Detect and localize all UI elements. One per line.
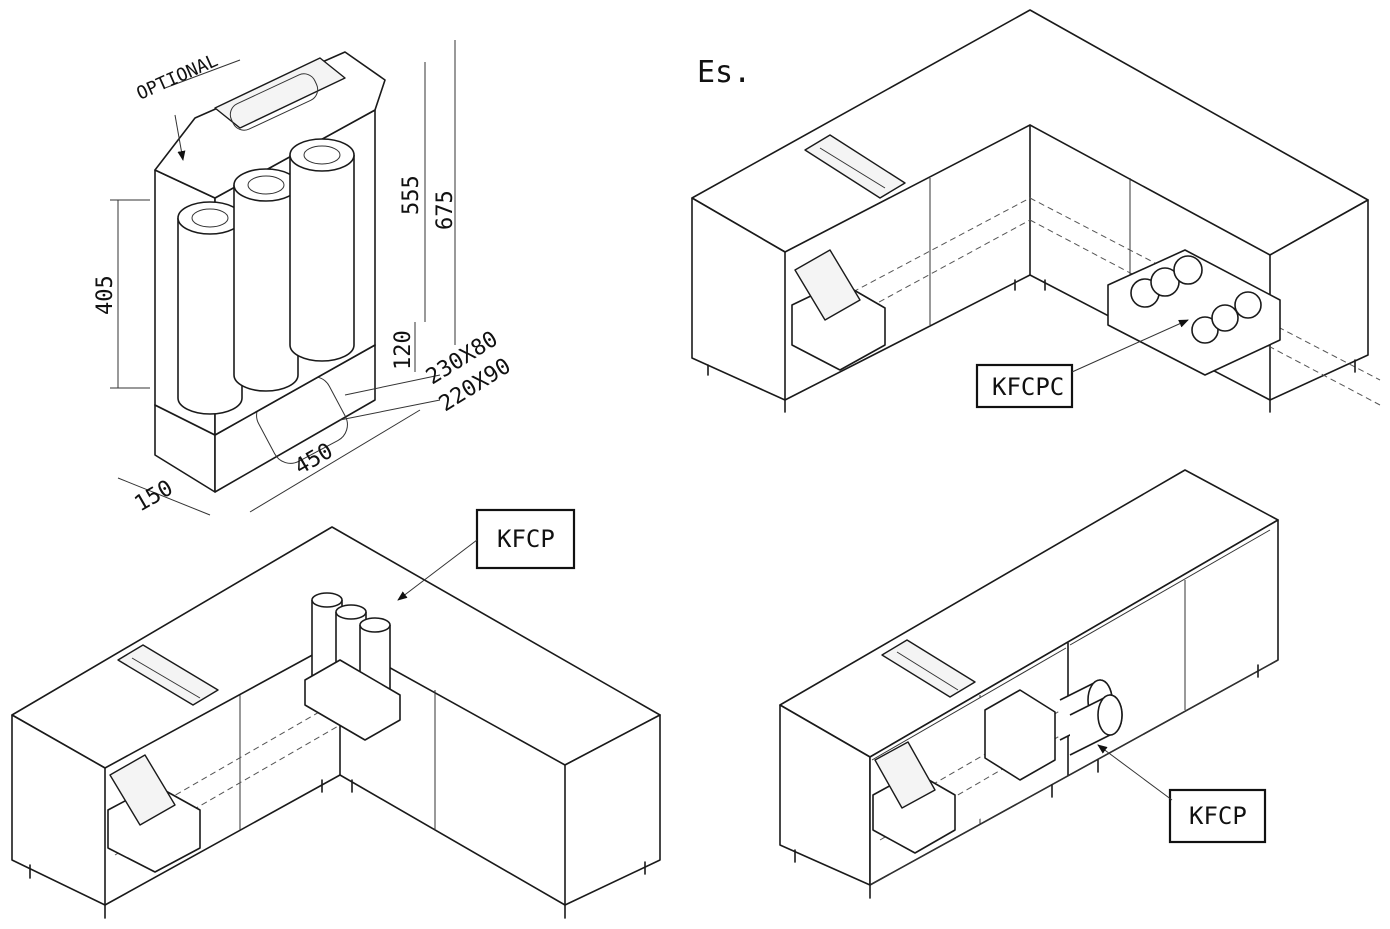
dim-555: 555 [399, 175, 424, 215]
dim-120: 120 [391, 330, 416, 370]
filter-cylinder [177, 201, 243, 415]
optional-label: OPTIONAL [133, 50, 221, 105]
dim-675: 675 [433, 190, 458, 230]
dim-150: 150 [131, 476, 178, 518]
filter-unit-drawing: 555 675 405 120 230X80 220X90 450 150 OP… [93, 40, 516, 517]
filter-cylinder [233, 168, 299, 392]
straight-kitchen-kfcp-drawing: KFCP [779, 469, 1279, 899]
dim-405: 405 [93, 275, 118, 315]
filter-cylinder [289, 138, 355, 362]
l-kitchen-kfcpc-drawing: Es. [691, 9, 1381, 413]
l-kitchen-kfcp-drawing: KFCP [11, 508, 661, 919]
kfcp-right-label: KFCP [1189, 802, 1247, 830]
example-label: Es. [697, 55, 751, 90]
kfcp-horizontal-filters [984, 679, 1123, 781]
kfcp-top-label: KFCP [497, 525, 555, 553]
kfcp-column-filters [304, 592, 401, 741]
kfcpc-label: KFCPC [992, 373, 1064, 401]
